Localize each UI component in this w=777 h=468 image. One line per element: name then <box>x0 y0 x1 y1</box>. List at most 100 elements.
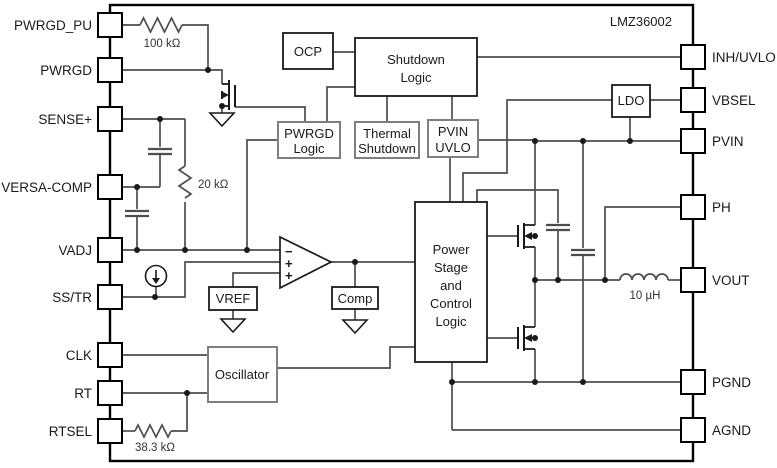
pin-pgnd-label: PGND <box>712 375 751 390</box>
pin-rtsel-label: RTSEL <box>49 424 93 439</box>
ground-symbol-comp <box>341 319 369 335</box>
block-comp: Comp <box>331 286 379 310</box>
error-amplifier: − + + <box>279 235 333 290</box>
wire-osc-to-power-stage <box>277 346 415 369</box>
chip-boundary <box>108 3 695 463</box>
pin-vbsel: VBSEL <box>680 87 756 113</box>
pin-rt-label: RT <box>74 386 92 401</box>
fet-body-diode-arrow <box>524 334 532 342</box>
wire-fet-gate-to-pwrgd-logic <box>235 106 306 122</box>
fet-body-diode-arrow <box>524 232 532 240</box>
block-shutdown-logic-line1: Shutdown <box>387 52 445 67</box>
block-ldo: LDO <box>611 84 651 118</box>
right-pins: INH/UVLO VBSEL PVIN PH VOUT PGND AGND <box>680 44 776 443</box>
pullup-resistor-symbol <box>139 16 183 34</box>
pullup-resistor-value: 100 kΩ <box>144 38 181 50</box>
pin-versa-comp: VERSA-COMP <box>1 174 123 200</box>
pin-rtsel: RTSEL <box>49 418 123 444</box>
pin-pvin-label: PVIN <box>712 134 744 149</box>
block-power-stage-line5: Logic <box>435 314 467 329</box>
pin-vout-label: VOUT <box>712 273 750 288</box>
block-thermal-shutdown-line1: Thermal <box>363 126 411 141</box>
wire-ph <box>604 206 681 280</box>
feedback-resistor-symbol <box>177 165 193 199</box>
pin-pwrgd-pu-label: PWRGD_PU <box>14 18 92 33</box>
wire-ldo-to-power-stage <box>462 99 612 202</box>
rtsel-resistor-symbol <box>134 423 172 439</box>
pin-vbsel-label: VBSEL <box>712 93 756 108</box>
capacitor2-symbol <box>125 209 149 218</box>
block-ocp: OCP <box>282 32 334 70</box>
blocks: OCP Shutdown Logic PWRGD Logic Thermal S… <box>207 32 651 403</box>
pin-pgnd: PGND <box>680 369 751 395</box>
block-vref-label: VREF <box>216 291 251 306</box>
pin-pvin: PVIN <box>680 128 744 154</box>
chip-title: LMZ36002 <box>610 14 672 29</box>
amp-minus-sign: − <box>285 244 293 259</box>
block-pvin-uvlo-line2: UVLO <box>435 140 470 155</box>
wire-fet-drain <box>208 69 223 84</box>
pin-pwrgd-pu: PWRGD_PU <box>14 12 123 38</box>
block-pwrgd-logic-line2: Logic <box>293 141 325 156</box>
block-power-stage-line1: Power <box>433 242 471 257</box>
wire-pullup-to-fet <box>182 24 209 70</box>
block-oscillator: Oscillator <box>207 346 278 403</box>
pin-ph: PH <box>680 194 731 220</box>
wires <box>122 16 681 439</box>
block-ocp-label: OCP <box>294 44 322 59</box>
capacitor1-symbol <box>148 147 172 156</box>
wire-rtsel-to-rt <box>171 393 188 432</box>
input-cap-symbol <box>571 248 595 257</box>
pin-vadj-label: VADJ <box>58 243 92 258</box>
high-side-fet <box>517 223 535 249</box>
block-pvin-uvlo-line1: PVIN <box>438 124 468 139</box>
pin-pwrgd-label: PWRGD <box>40 63 92 78</box>
inductor-value: 10 µH <box>630 290 661 302</box>
fet-leads <box>524 326 535 350</box>
pin-inh-uvlo-label: INH/UVLO <box>712 50 776 65</box>
block-shutdown-logic-line2: Logic <box>400 70 432 85</box>
block-ldo-label: LDO <box>618 93 645 108</box>
bootstrap-cap-symbol <box>546 223 570 232</box>
amp-plus-sign-bot: + <box>285 268 293 283</box>
block-power-stage-line2: Stage <box>434 260 468 275</box>
current-source <box>144 264 168 288</box>
block-power-stage-line4: Control <box>430 296 472 311</box>
inductor-symbol <box>619 273 669 281</box>
block-power-stage-line3: and <box>440 278 462 293</box>
fet-body-diode-arrow <box>221 91 229 99</box>
ground-symbol-pwrgd <box>208 112 236 128</box>
current-source-arrow-head <box>152 278 160 284</box>
left-pins: PWRGD_PU PWRGD SENSE+ VERSA-COMP VADJ SS… <box>1 12 123 444</box>
block-thermal-shutdown: Thermal Shutdown <box>354 121 420 159</box>
pin-pwrgd: PWRGD <box>40 57 123 83</box>
block-pwrgd-logic-line1: PWRGD <box>284 126 334 141</box>
pin-clk-label: CLK <box>66 348 92 363</box>
junction-dots <box>134 67 633 396</box>
block-power-stage: Power Stage and Control Logic <box>414 201 488 363</box>
pin-inh-uvlo: INH/UVLO <box>680 44 776 70</box>
wire-vref-to-amp <box>232 272 280 287</box>
amp-plus-sign-mid: + <box>285 256 293 271</box>
rtsel-resistor-value: 38.3 kΩ <box>135 442 175 454</box>
pin-sense-plus: SENSE+ <box>38 106 123 132</box>
pin-ss-tr-label: SS/TR <box>52 290 92 305</box>
pin-clk: CLK <box>66 342 123 368</box>
block-pvin-uvlo: PVIN UVLO <box>427 119 479 158</box>
pin-agnd-label: AGND <box>712 423 751 438</box>
wire-shutdown-to-pwrgd-logic <box>326 86 355 122</box>
pin-rt: RT <box>74 380 123 406</box>
block-oscillator-label: Oscillator <box>215 367 270 382</box>
error-amp-triangle <box>279 235 333 290</box>
fet-leads <box>524 224 535 248</box>
block-vref: VREF <box>208 286 258 311</box>
pin-vadj: VADJ <box>58 237 123 263</box>
pin-sense-plus-label: SENSE+ <box>38 112 92 127</box>
pin-vout: VOUT <box>680 267 750 293</box>
block-comp-label: Comp <box>338 291 373 306</box>
ground-symbol-vref <box>219 318 247 334</box>
wire-pwrgd-logic-to-vadj <box>246 139 278 250</box>
pin-ss-tr: SS/TR <box>52 284 123 310</box>
